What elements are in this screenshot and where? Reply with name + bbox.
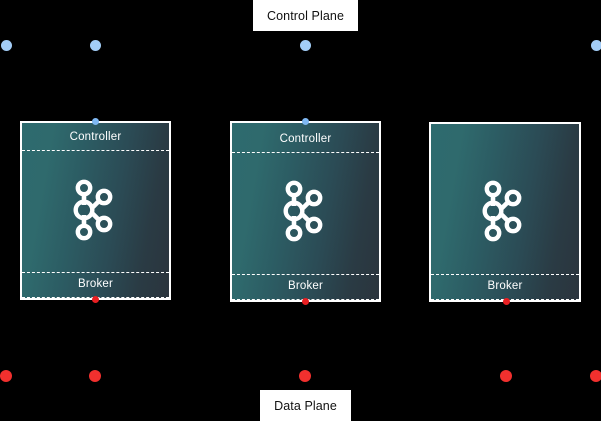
- control-dot-node-2-top[interactable]: [301, 117, 309, 125]
- controller-section-label: Controller: [279, 133, 332, 145]
- control-dot-right-edge[interactable]: [590, 39, 601, 51]
- data-dot-left-edge[interactable]: [0, 370, 12, 382]
- controller-divider: [22, 150, 169, 151]
- data-dot-broker-3[interactable]: [500, 370, 512, 382]
- broker-section-label: Broker: [287, 280, 324, 292]
- data-dot-right-edge[interactable]: [590, 370, 601, 382]
- data-plane-label: Data Plane: [260, 390, 351, 421]
- data-dot-node-1-bottom[interactable]: [91, 295, 99, 303]
- control-plane-label: Control Plane: [253, 0, 358, 31]
- control-dot-broker-2[interactable]: [299, 39, 311, 51]
- broker-divider: [22, 272, 169, 273]
- broker-section-label: Broker: [77, 278, 114, 290]
- controller-divider: [232, 152, 379, 153]
- broker-section-label: Broker: [487, 280, 523, 292]
- data-dot-node-2-bottom[interactable]: [301, 297, 309, 305]
- control-dot-node-1-top[interactable]: [91, 117, 99, 125]
- broker-divider: [431, 274, 579, 275]
- control-dot-left-edge[interactable]: [0, 39, 12, 51]
- kafka-logo-icon: [480, 180, 526, 247]
- broker-divider: [232, 274, 379, 275]
- node-box-broker-3[interactable]: Broker: [429, 122, 581, 302]
- controller-section-label: Controller: [69, 131, 122, 143]
- data-dot-broker-1[interactable]: [89, 370, 101, 382]
- data-dot-broker-2[interactable]: [299, 370, 311, 382]
- control-dot-broker-1[interactable]: [89, 39, 101, 51]
- data-dot-node-3-bottom[interactable]: [502, 297, 510, 305]
- kafka-logo-icon: [281, 180, 327, 247]
- kafka-logo-icon: [71, 179, 117, 246]
